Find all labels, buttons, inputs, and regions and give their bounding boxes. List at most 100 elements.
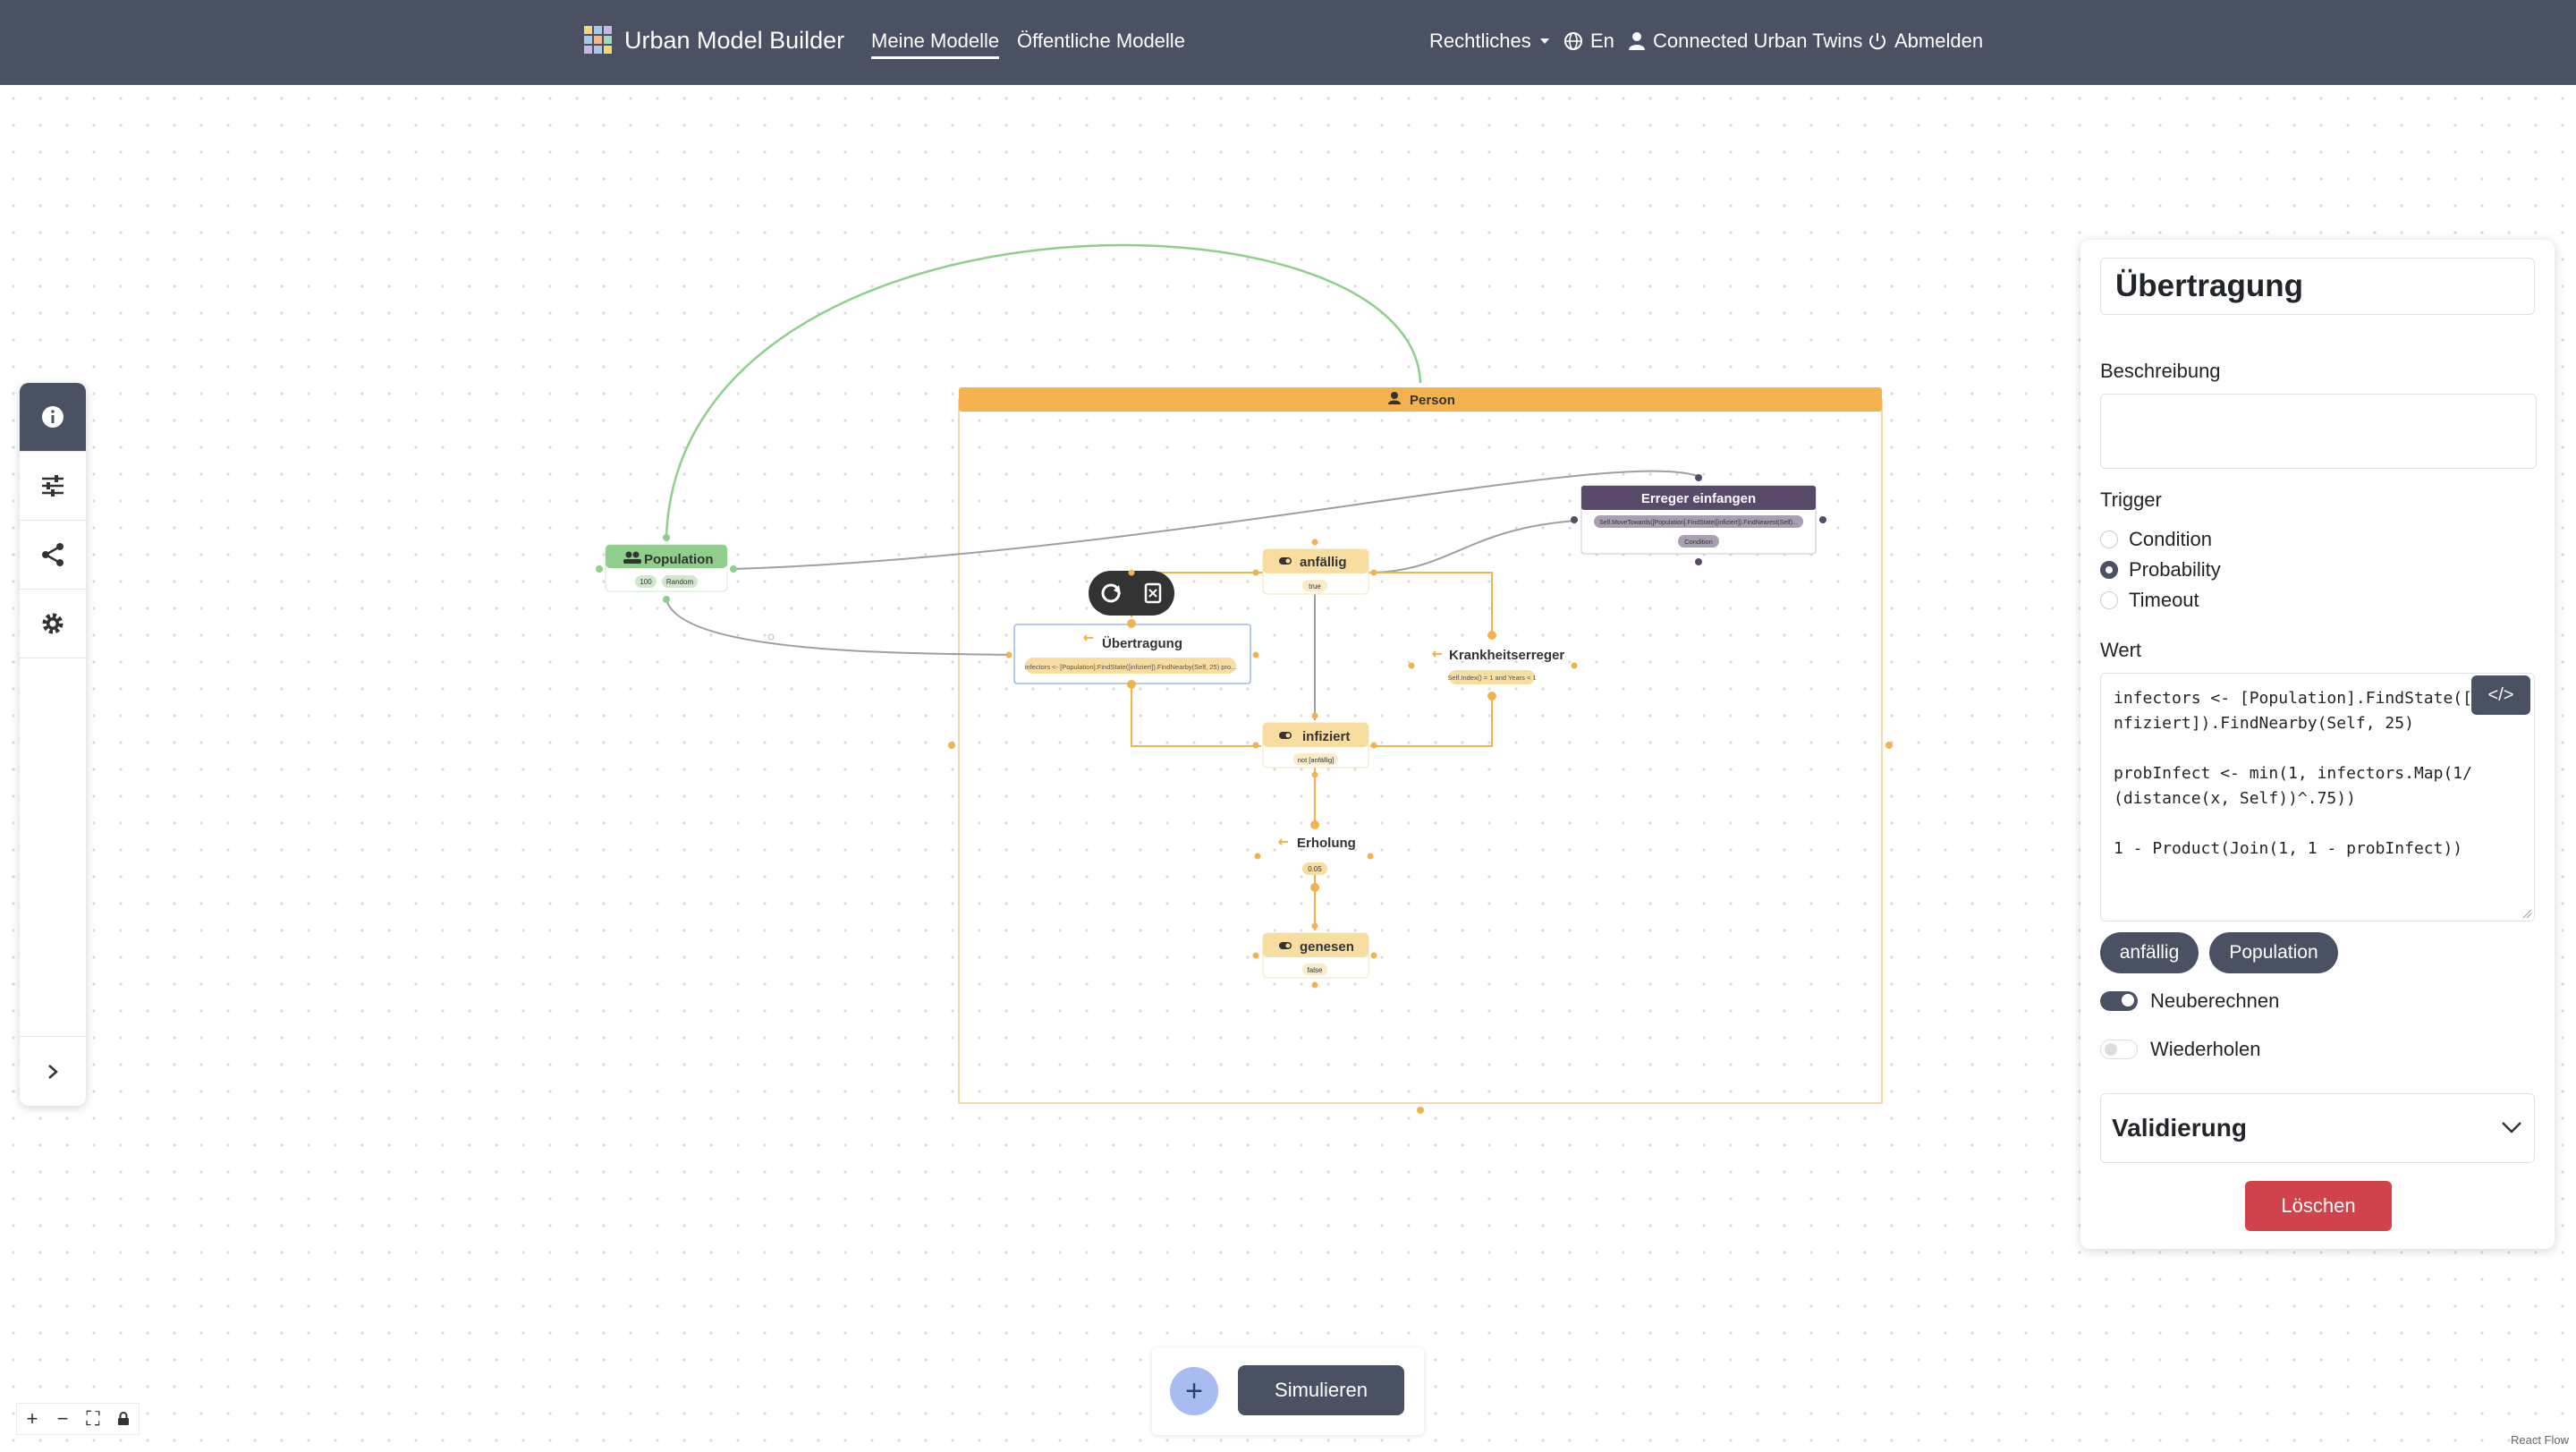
chevron-down-icon <box>2502 1122 2521 1134</box>
left-sidebar <box>20 383 86 1106</box>
switch-wiederholen[interactable] <box>2100 1040 2138 1059</box>
rotate-icon[interactable] <box>1101 583 1121 603</box>
user-label: Connected Urban Twins <box>1653 30 1863 52</box>
switch-neuberechnen[interactable] <box>2100 991 2138 1011</box>
trash-icon[interactable] <box>1144 582 1162 604</box>
sliders-icon <box>42 475 64 497</box>
trigger-condition-label: Condition <box>2129 528 2212 550</box>
person-icon <box>1388 392 1401 404</box>
nav-link-meine-modelle[interactable]: Meine Modelle <box>871 30 1000 59</box>
edge-krankheitserreger-infiziert[interactable] <box>1370 696 1493 747</box>
radio-condition[interactable] <box>2100 531 2118 548</box>
erholung-chip: 0.05 <box>1308 865 1322 873</box>
brand-title: Urban Model Builder <box>624 26 845 54</box>
anfaellig-chip: true <box>1309 582 1321 590</box>
node-erreger-label: Erreger einfangen <box>1641 491 1756 506</box>
brand[interactable]: Urban Model Builder <box>583 25 844 55</box>
caret-down-icon <box>1539 38 1549 44</box>
lock-button[interactable] <box>108 1404 139 1434</box>
value-code-editor[interactable]: infectors <- [Population].FindState([inf… <box>2100 673 2535 921</box>
wiederholen-label: Wiederholen <box>2150 1038 2261 1060</box>
edge-uebertragung-infiziert[interactable] <box>1131 684 1261 747</box>
code-view-toggle[interactable]: </> <box>2471 675 2530 715</box>
ref-chip-anfaellig[interactable]: anfällig <box>2100 932 2199 973</box>
legal-dropdown[interactable]: Rechtliches <box>1429 30 1551 53</box>
logo-icon <box>584 26 612 54</box>
ref-chip-population[interactable]: Population <box>2209 932 2338 973</box>
simulate-button[interactable]: Simulieren <box>1238 1365 1404 1415</box>
logout-button[interactable]: Abmelden <box>1868 30 1983 53</box>
node-krankheitserreger-label: Krankheitserreger <box>1449 648 1564 663</box>
zoom-out-button[interactable]: − <box>56 1407 69 1430</box>
flow-diagram[interactable]: Person Population 100 Random <box>0 85 2576 1452</box>
fit-view-button[interactable]: ⛶ <box>86 1407 100 1430</box>
top-navbar: Urban Model Builder Meine Modelle Öffent… <box>0 0 2576 85</box>
trigger-label: Trigger <box>2100 488 2162 511</box>
node-uebertragung-label: Übertragung <box>1102 636 1182 651</box>
trigger-probability-label: Probability <box>2129 558 2221 581</box>
edge-anfaellig-krankheitserreger[interactable] <box>1368 572 1493 635</box>
user-menu[interactable]: Connected Urban Twins <box>1628 30 1862 53</box>
description-textarea[interactable] <box>2100 394 2537 469</box>
node-erholung[interactable]: Erholung 0.05 <box>1254 820 1374 892</box>
node-erholung-label: Erholung <box>1297 836 1356 851</box>
share-icon <box>42 543 64 566</box>
node-genesen-label: genesen <box>1300 939 1354 955</box>
edge-population-erreger[interactable] <box>733 470 1699 570</box>
trigger-option-timeout[interactable]: Timeout <box>2100 589 2199 612</box>
group-person-header[interactable] <box>959 387 1882 412</box>
validation-accordion[interactable]: Validierung <box>2100 1093 2535 1163</box>
zoom-controls: + − ⛶ <box>16 1403 140 1435</box>
erreger-expr: Self.MoveTowards([Population].FindState(… <box>1599 520 1798 526</box>
trigger-timeout-label: Timeout <box>2129 589 2199 611</box>
toggle-icon <box>1279 942 1292 949</box>
gear-icon <box>42 613 64 634</box>
lock-icon <box>118 1412 129 1425</box>
value-label: Wert <box>2100 639 2142 661</box>
toggle-icon <box>1279 732 1292 739</box>
node-anfaellig[interactable]: anfällig true <box>1262 548 1369 595</box>
info-icon <box>42 406 64 428</box>
node-infiziert-label: infiziert <box>1302 729 1350 744</box>
validation-title: Validierung <box>2112 1114 2247 1142</box>
trigger-option-condition[interactable]: Condition <box>2100 528 2212 551</box>
sidebar-item-parameters[interactable] <box>20 452 86 520</box>
sidebar-expand-button[interactable] <box>20 1038 86 1106</box>
edge-group-population[interactable] <box>665 243 1422 538</box>
radio-probability[interactable] <box>2100 561 2118 579</box>
population-chip-count: 100 <box>640 578 652 586</box>
toggle-wiederholen[interactable]: Wiederholen <box>2100 1038 2261 1061</box>
genesen-chip: false <box>1308 966 1323 974</box>
edge-anfaellig-erreger[interactable] <box>1368 520 1579 573</box>
logout-label: Abmelden <box>1894 30 1984 52</box>
node-toolbar[interactable] <box>1089 571 1174 616</box>
node-erreger-einfangen[interactable]: Erreger einfangen Self.MoveTowards([Popu… <box>1571 474 1826 565</box>
properties-panel: Übertragung Beschreibung Trigger Conditi… <box>2080 240 2555 1249</box>
trigger-option-probability[interactable]: Probability <box>2100 558 2221 582</box>
add-node-button[interactable]: + <box>1170 1367 1218 1415</box>
node-infiziert[interactable]: infiziert not [anfällig] <box>1262 722 1369 768</box>
node-uebertragung[interactable]: Übertragung infectors <- [Population].Fi… <box>1005 619 1259 689</box>
toggle-neuberechnen[interactable]: Neuberechnen <box>2100 989 2279 1013</box>
delete-button[interactable]: Löschen <box>2245 1181 2392 1231</box>
sidebar-item-settings[interactable] <box>20 590 86 658</box>
node-krankheitserreger[interactable]: Krankheitserreger Self.Index() = 1 and Y… <box>1408 631 1578 701</box>
node-genesen[interactable]: genesen false <box>1252 922 1377 989</box>
sidebar-item-share[interactable] <box>20 521 86 589</box>
node-population[interactable]: Population 100 Random <box>596 534 737 603</box>
radio-timeout[interactable] <box>2100 591 2118 609</box>
edge-population-uebertragung[interactable] <box>665 599 1010 656</box>
infiziert-chip: not [anfällig] <box>1298 756 1334 764</box>
resize-handle-icon[interactable] <box>2521 908 2532 919</box>
user-icon <box>1629 32 1645 50</box>
bottom-action-bar: + Simulieren <box>1152 1347 1424 1435</box>
language-switch[interactable]: En <box>1563 30 1614 53</box>
react-flow-attribution[interactable]: React Flow <box>2510 1433 2569 1447</box>
power-icon <box>1869 33 1885 50</box>
nav-link-oeffentliche-modelle[interactable]: Öffentliche Modelle <box>1017 30 1185 52</box>
legal-label: Rechtliches <box>1429 30 1531 52</box>
node-name-input[interactable]: Übertragung <box>2100 258 2535 315</box>
sidebar-item-info[interactable] <box>20 383 86 451</box>
zoom-in-button[interactable]: + <box>26 1407 38 1430</box>
value-code-text[interactable]: infectors <- [Population].FindState([inf… <box>2114 689 2482 858</box>
